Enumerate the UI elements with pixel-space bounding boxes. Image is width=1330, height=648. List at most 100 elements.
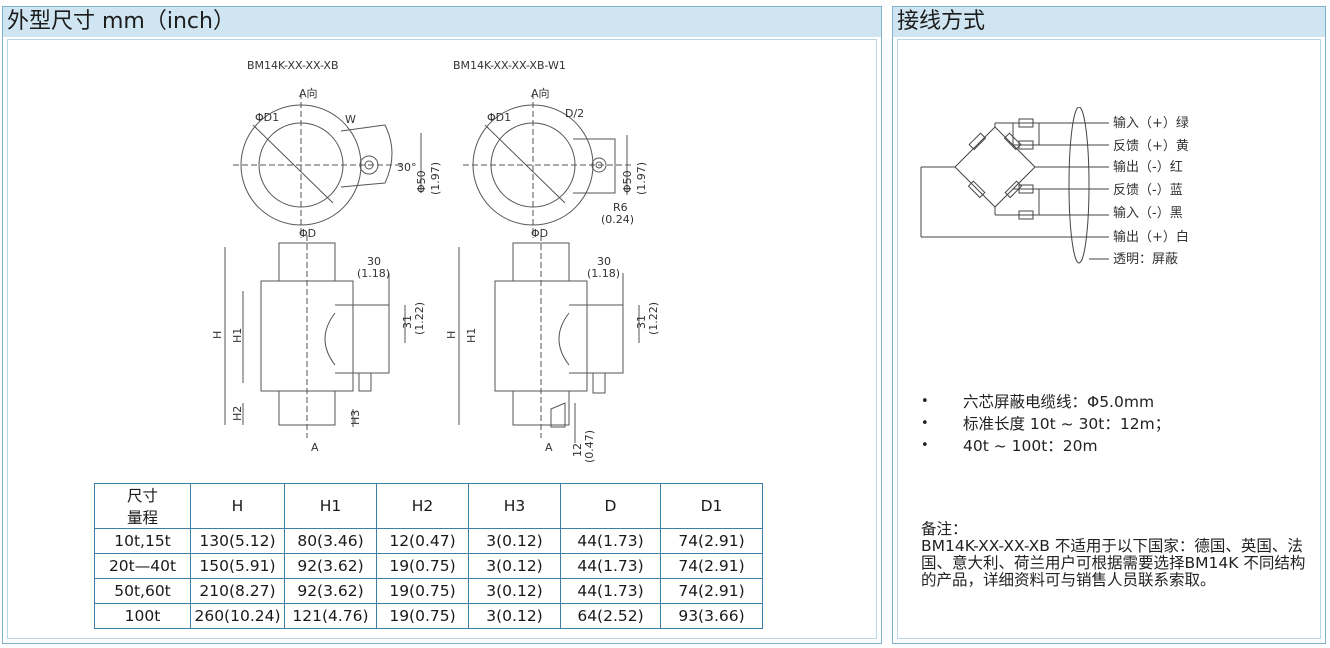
table-cell: 19(0.75) [376, 578, 469, 604]
table-cell: 12(0.47) [376, 528, 469, 554]
header-size: 尺寸 [126, 487, 158, 505]
column-header: H [190, 483, 285, 529]
dim31-label-left: 31 [401, 315, 414, 329]
table-cell: 3(0.12) [468, 553, 561, 579]
table-cell: 20t—40t [94, 553, 191, 579]
table-row: 20t—40t 150(5.91) 92(3.62) 19(0.75) 3(0.… [94, 553, 763, 579]
dim30-label-left: 30 [367, 255, 381, 268]
note-title: 备注： [921, 520, 968, 538]
h-label-right: H [445, 331, 458, 339]
wire-label: 输出（-）红 [1113, 159, 1183, 175]
table-cell: 210(8.27) [190, 578, 285, 604]
list-item: 六芯屏蔽电缆线：Φ5.0mm [921, 391, 1170, 413]
column-header: D1 [660, 483, 763, 529]
wiring-diagram: 输入（+）绿 反馈（+）黄 输出（-）红 反馈（-）蓝 输入（-）黑 输出（+）… [920, 107, 1189, 267]
h2-label: H2 [231, 406, 244, 421]
r6-label: R6 [613, 201, 628, 214]
model-a-label: BM14K-XX-XX-XB [247, 59, 339, 72]
table-cell: 3(0.12) [468, 528, 561, 554]
table-cell: 44(1.73) [560, 528, 661, 554]
d-half-label: D/2 [565, 107, 584, 120]
table-corner-header: 尺寸 量程 [94, 483, 191, 529]
phi50-inch-label-right: (1.97) [635, 162, 648, 195]
h1-label-right: H1 [465, 328, 478, 343]
header-range: 量程 [126, 509, 158, 527]
table-cell: 74(2.91) [660, 528, 763, 554]
table-cell: 130(5.12) [190, 528, 285, 554]
table-row: 100t 260(10.24) 121(4.76) 19(0.75) 3(0.1… [94, 603, 763, 629]
h3-label: H3 [349, 410, 362, 425]
phi50-label-left: Φ50 [415, 170, 428, 193]
column-header: H2 [376, 483, 469, 529]
table-cell: 260(10.24) [190, 603, 285, 629]
phi50-inch-label-left: (1.97) [429, 162, 442, 195]
dimension-table: 尺寸 量程 H H1 H2 H3 D D1 10t,15t 130(5.12) … [94, 483, 763, 629]
wire-label: 输入（+）绿 [1113, 115, 1189, 131]
wiring-panel: 接线方式 [892, 6, 1326, 644]
dim30-label-right: 30 [597, 255, 611, 268]
table-cell: 19(0.75) [376, 553, 469, 579]
dimensions-panel: 外型尺寸 mm（inch） [2, 6, 882, 644]
dim31-inch-label-left: (1.22) [413, 302, 426, 335]
note-block: 备注： BM14K-XX-XX-XB 不适用于以下国家：德国、英国、法国、意大利… [921, 521, 1311, 589]
note-body: BM14K-XX-XX-XB 不适用于以下国家：德国、英国、法国、意大利、荷兰用… [921, 537, 1306, 589]
table-cell: 74(2.91) [660, 553, 763, 579]
wiring-frame [897, 39, 1321, 639]
table-cell: 92(3.62) [284, 553, 377, 579]
list-item: 标准长度 10t ~ 30t：12m； [921, 413, 1170, 435]
wire-label: 反馈（+）黄 [1113, 139, 1189, 154]
list-item: 40t ~ 100t：20m [921, 435, 1170, 457]
dimension-drawing: BM14K-XX-XX-XB BM14K-XX-XX-XB-W1 A向 A向 Φ… [211, 59, 660, 463]
table-cell: 74(2.91) [660, 578, 763, 604]
table-cell: 93(3.66) [660, 603, 763, 629]
table-row: 10t,15t 130(5.12) 80(3.46) 12(0.47) 3(0.… [94, 528, 763, 554]
table-cell: 121(4.76) [284, 603, 377, 629]
dim12-label: 12 [571, 443, 584, 457]
dim30-inch-label-left: (1.18) [357, 267, 390, 280]
model-b-label: BM14K-XX-XX-XB-W1 [453, 59, 566, 72]
table-cell: 80(3.46) [284, 528, 377, 554]
dimensions-frame [7, 39, 877, 639]
wire-label: 透明：屏蔽 [1113, 252, 1178, 267]
h-label-left: H [211, 331, 224, 339]
table-cell: 64(2.52) [560, 603, 661, 629]
cable-spec-list: 六芯屏蔽电缆线：Φ5.0mm 标准长度 10t ~ 30t：12m； 40t ~… [921, 391, 1170, 457]
phi-d-label-left: ΦD [299, 227, 316, 240]
dim31-inch-label-right: (1.22) [647, 302, 660, 335]
wire-label: 输入（-）黑 [1113, 205, 1183, 221]
dimensions-title: 外型尺寸 mm（inch） [3, 7, 881, 37]
table-row: 50t,60t 210(8.27) 92(3.62) 19(0.75) 3(0.… [94, 578, 763, 604]
view-a-label-right: A向 [531, 86, 550, 100]
table-cell: 92(3.62) [284, 578, 377, 604]
column-header: H3 [468, 483, 561, 529]
column-header: H1 [284, 483, 377, 529]
dim30-inch-label-right: (1.18) [587, 267, 620, 280]
dim12-inch-label: (0.47) [583, 430, 596, 463]
wire-label: 反馈（-）蓝 [1113, 183, 1183, 198]
dim31-label-right: 31 [635, 315, 648, 329]
table-cell: 44(1.73) [560, 578, 661, 604]
table-header-row: 尺寸 量程 H H1 H2 H3 D D1 [94, 483, 763, 529]
table-cell: 50t,60t [94, 578, 191, 604]
table-cell: 44(1.73) [560, 553, 661, 579]
r6-inch-label: (0.24) [601, 213, 634, 226]
h1-label-left: H1 [231, 328, 244, 343]
table-cell: 100t [94, 603, 191, 629]
wire-label: 输出（+）白 [1113, 229, 1189, 245]
view-a-label-left: A向 [299, 86, 318, 100]
wiring-title: 接线方式 [893, 7, 1325, 37]
arrow-a-label-right: A [545, 441, 553, 454]
angle-label: 30° [397, 161, 417, 174]
table-cell: 3(0.12) [468, 578, 561, 604]
table-cell: 10t,15t [94, 528, 191, 554]
table-cell: 150(5.91) [190, 553, 285, 579]
phi-d1-label-left: ΦD1 [255, 111, 279, 124]
w-label: W [345, 113, 356, 126]
column-header: D [560, 483, 661, 529]
phi-d-label-right: ΦD [531, 227, 548, 240]
phi-d1-label-right: ΦD1 [487, 111, 511, 124]
phi50-label-right: Φ50 [621, 170, 634, 193]
arrow-a-label-left: A [311, 441, 319, 454]
table-cell: 3(0.12) [468, 603, 561, 629]
table-cell: 19(0.75) [376, 603, 469, 629]
